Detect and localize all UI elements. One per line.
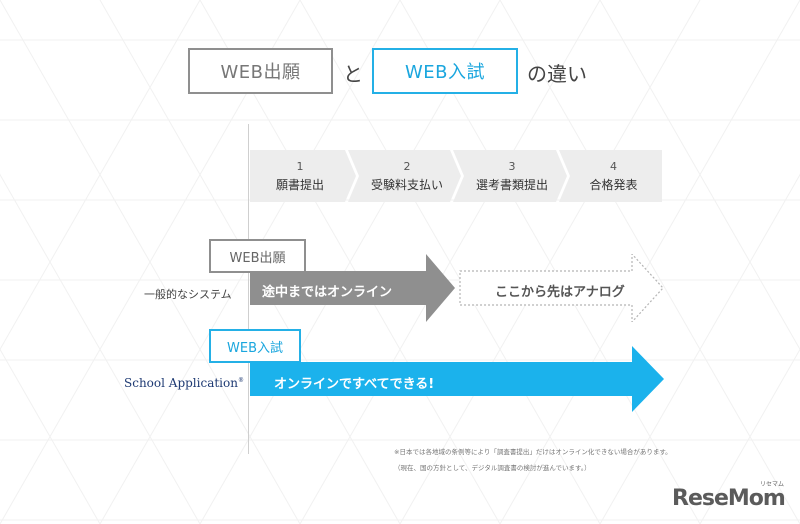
online-arrow-blue: [250, 346, 664, 412]
general-system-label: 一般的なシステム: [144, 288, 232, 301]
step-2-number: 2: [403, 160, 411, 173]
title-connector: と: [343, 62, 363, 86]
title-web-exam-box: WEB入試: [372, 48, 518, 94]
step-4-shape: [559, 150, 662, 202]
school-application-label: School Application®: [124, 376, 244, 390]
web-exam-badge-text: WEB入試: [227, 340, 283, 356]
resemom-logo: ReseMom: [672, 486, 786, 511]
step-3-label: 選考書類提出: [475, 178, 548, 192]
step-1-label: 願書提出: [275, 178, 324, 192]
steps-chevron-bar: [250, 150, 662, 202]
step-4-number: 4: [610, 160, 617, 173]
web-apply-badge-text: WEB出願: [229, 250, 286, 266]
footnote-1: ※日本では各地域の条例等により「調査書提出」だけはオンライン化できない場合があり…: [394, 448, 672, 456]
step-2: 2 受験料支払い: [355, 150, 459, 202]
step-4: 4 合格発表: [565, 150, 662, 202]
school-application-text: School Application: [124, 376, 238, 390]
step-1-shape: [250, 150, 356, 202]
web-exam-arrow: [250, 346, 664, 412]
step-3-number: 3: [508, 160, 516, 173]
web-apply-arrows: [250, 254, 664, 322]
title-web-apply-text: WEB出願: [220, 62, 301, 83]
online-all-text: オンラインですべてできる!: [274, 376, 435, 392]
step-4-label: 合格発表: [589, 178, 638, 192]
analog-text: ここから先はアナログ: [495, 284, 625, 300]
footnote-2: （現在、国の方針として、デジタル調査書の検討が進んでいます。）: [394, 464, 591, 472]
web-exam-badge: WEB入試: [209, 329, 301, 363]
title-suffix: の違い: [527, 62, 587, 86]
title-web-exam-text: WEB入試: [404, 62, 486, 83]
step-3-shape: [453, 150, 567, 202]
registered-mark: ®: [237, 377, 244, 384]
step-1-number: 1: [296, 160, 304, 173]
analog-arrow-dotted: [459, 254, 664, 322]
online-partial-text: 途中まではオンライン: [262, 284, 393, 300]
online-arrow-gray: [250, 254, 455, 322]
title-web-apply-box: WEB出願: [188, 48, 333, 94]
timeline-divider: [248, 124, 249, 454]
step-3: 3 選考書類提出: [460, 150, 564, 202]
step-2-label: 受験料支払い: [370, 178, 443, 192]
step-2-shape: [348, 150, 461, 202]
resemom-logo-sub: リセマム: [760, 481, 785, 488]
step-1: 1 願書提出: [250, 150, 350, 202]
